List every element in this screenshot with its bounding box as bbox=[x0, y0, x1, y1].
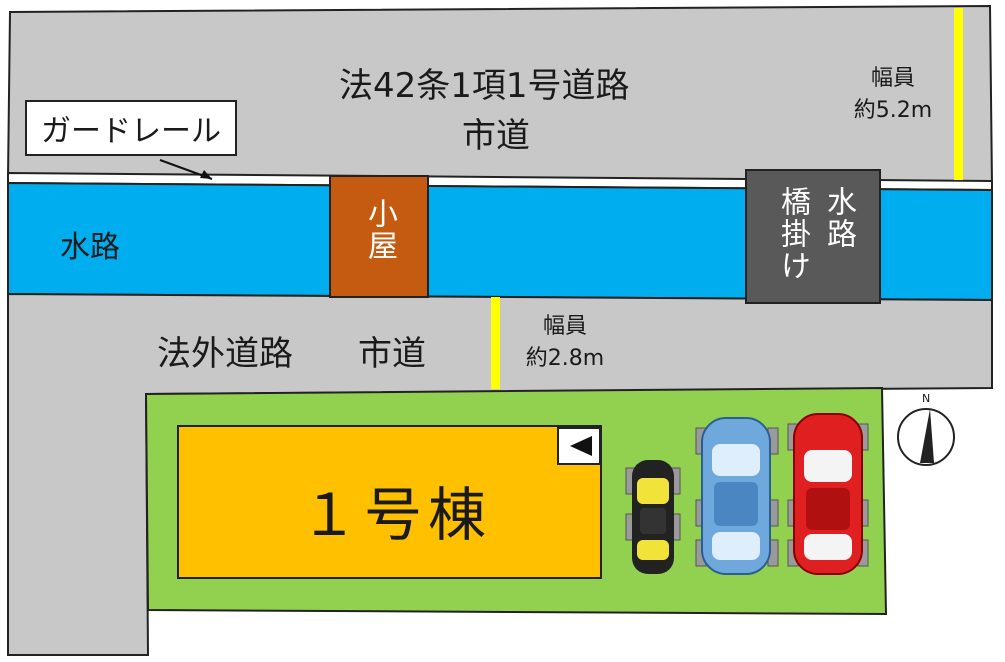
side-road-width-value: 約2.8m bbox=[525, 346, 605, 371]
entrance-arrow-icon bbox=[570, 436, 592, 456]
main-road-subtitle: 市道 bbox=[462, 116, 530, 156]
shed bbox=[329, 175, 429, 298]
side-road-title: 法外道路 bbox=[157, 334, 293, 374]
building-label: １号棟 bbox=[300, 481, 493, 549]
bridge-label-col1: 水路 bbox=[821, 186, 856, 250]
red-car-icon bbox=[793, 413, 863, 575]
north-arrow-icon bbox=[897, 408, 955, 466]
parking-markers bbox=[625, 423, 869, 567]
building bbox=[177, 425, 602, 579]
waterway-label: 水路 bbox=[60, 230, 120, 265]
main-road-width-value: 約5.2m bbox=[853, 98, 933, 123]
main-road-width-marker bbox=[954, 8, 963, 180]
side-road-width-marker bbox=[491, 297, 500, 389]
side-road-width-label: 幅員 bbox=[542, 314, 587, 339]
blue-car-icon bbox=[701, 417, 771, 575]
shed-label: 小屋 bbox=[362, 198, 397, 262]
compass-label: N bbox=[922, 392, 931, 405]
bridge-label-col2: 橋掛け bbox=[775, 186, 810, 282]
yellow-car-icon bbox=[632, 460, 674, 574]
bridge bbox=[745, 169, 881, 304]
guardrail-leader-arrow bbox=[200, 170, 212, 179]
main-road-title: 法42条1項1号道路 bbox=[339, 66, 630, 106]
main-road-width-label: 幅員 bbox=[870, 66, 915, 91]
side-road-subtitle: 市道 bbox=[358, 334, 426, 374]
guardrail-label: ガードレール bbox=[25, 100, 237, 156]
